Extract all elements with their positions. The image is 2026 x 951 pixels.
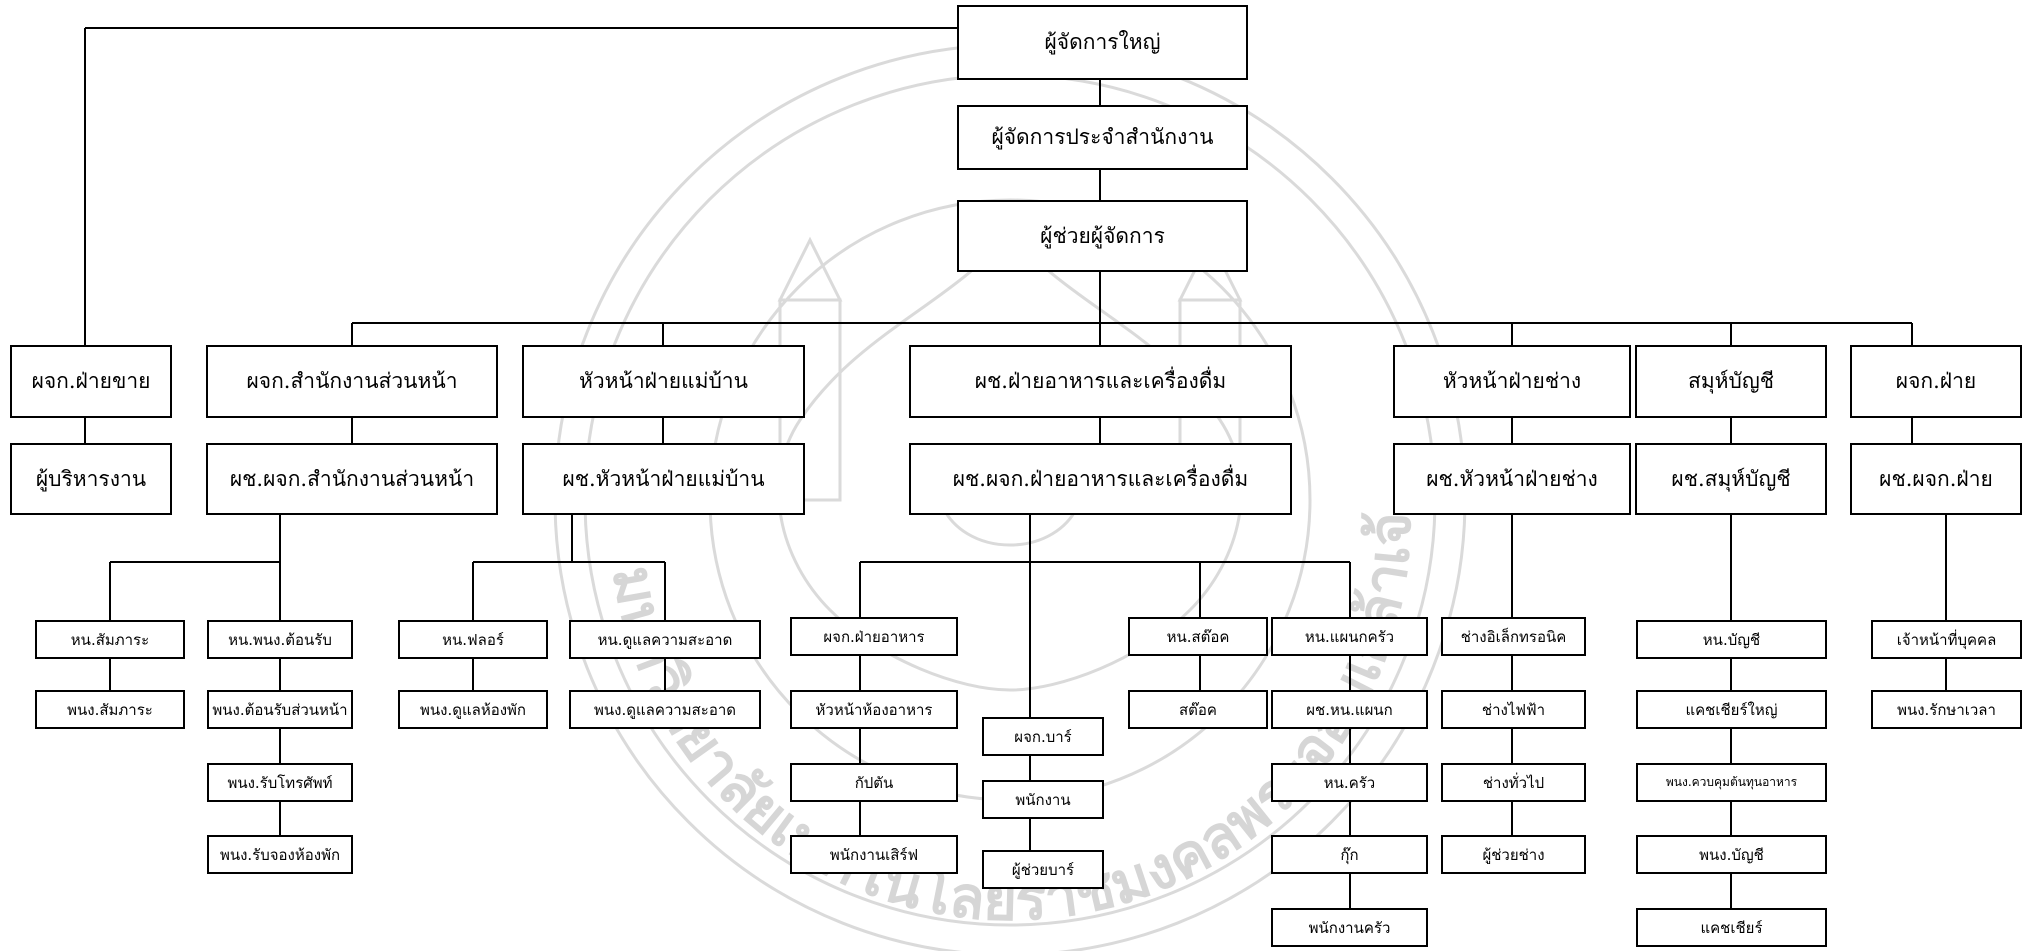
node-reservation-staff: พนง.รับจองห้องพัก xyxy=(207,835,353,874)
node-accountant: พนง.บัญชี xyxy=(1636,835,1827,874)
node-asst-front-office-manager: ผช.ผจก.สำนักงานส่วนหน้า xyxy=(206,443,498,515)
node-asst-housekeeping-head: ผช.หัวหน้าฝ่ายแม่บ้าน xyxy=(522,443,805,515)
node-bar-assistant: ผู้ช่วยบาร์ xyxy=(982,850,1104,889)
node-sales-manager: ผจก.ฝ่ายขาย xyxy=(10,345,172,418)
node-office-manager: ผู้จัดการประจำสำนักงาน xyxy=(957,105,1248,170)
node-luggage-head: หน.สัมภาระ xyxy=(35,620,185,659)
node-floor-head: หน.ฟลอร์ xyxy=(398,620,548,659)
node-kitchen-staff: พนักงานครัว xyxy=(1271,908,1428,947)
node-food-cost-controller: พนง.ควบคุมต้นทุนอาหาร xyxy=(1636,763,1827,802)
node-general-manager: ผู้จัดการใหญ่ xyxy=(957,5,1248,80)
node-cleaning-head: หน.ดูแลความสะอาด xyxy=(569,620,761,659)
node-luggage-staff: พนง.สัมภาระ xyxy=(35,690,185,729)
node-reception-head: หน.พนง.ต้อนรับ xyxy=(207,620,353,659)
node-timekeeper: พนง.รักษาเวลา xyxy=(1871,690,2022,729)
node-captain: กัปตัน xyxy=(790,763,958,802)
node-assistant-manager: ผู้ช่วยผู้จัดการ xyxy=(957,200,1248,272)
node-head-chef: หน.ครัว xyxy=(1271,763,1428,802)
node-personnel-officer: เจ้าหน้าที่บุคคล xyxy=(1871,620,2022,659)
node-fb-head: ผช.ฝ่ายอาหารและเครื่องดื่ม xyxy=(909,345,1292,418)
node-general-technician: ช่างทั่วไป xyxy=(1441,763,1586,802)
node-room-attendant: พนง.ดูแลห้องพัก xyxy=(398,690,548,729)
node-technician-assistant: ผู้ช่วยช่าง xyxy=(1441,835,1586,874)
node-asst-department-manager: ผช.ผจก.ฝ่าย xyxy=(1850,443,2022,515)
node-telephone-operator: พนง.รับโทรศัพท์ xyxy=(207,763,353,802)
node-kitchen-dept-head: หน.แผนกครัว xyxy=(1271,617,1428,656)
node-head-cashier: แคชเชียร์ใหญ่ xyxy=(1636,690,1827,729)
node-waiter: พนักงานเสิร์ฟ xyxy=(790,835,958,874)
node-asst-fb-manager: ผช.ผจก.ฝ่ายอาหารและเครื่องดื่ม xyxy=(909,443,1292,515)
node-restaurant-manager: ผจก.ฝ่ายอาหาร xyxy=(790,617,958,656)
node-asst-chief-accountant: ผช.สมุห์บัญชี xyxy=(1635,443,1827,515)
node-housekeeping-head: หัวหน้าฝ่ายแม่บ้าน xyxy=(522,345,805,418)
node-accounting-head: หน.บัญชี xyxy=(1636,620,1827,659)
node-bar-manager: ผจก.บาร์ xyxy=(982,717,1104,756)
node-chief-accountant: สมุห์บัญชี xyxy=(1635,345,1827,418)
node-engineering-head: หัวหน้าฝ่ายช่าง xyxy=(1393,345,1631,418)
node-sales-executive: ผู้บริหารงาน xyxy=(10,443,172,515)
node-front-desk-staff: พนง.ต้อนรับส่วนหน้า xyxy=(207,690,353,729)
node-cashier: แคชเชียร์ xyxy=(1636,908,1827,947)
node-cleaning-staff: พนง.ดูแลความสะอาด xyxy=(569,690,761,729)
node-asst-kitchen-head: ผช.หน.แผนก xyxy=(1271,690,1428,729)
node-bar-staff: พนักงาน xyxy=(982,780,1104,819)
node-asst-engineering-head: ผช.หัวหน้าฝ่ายช่าง xyxy=(1393,443,1631,515)
node-front-office-manager: ผจก.สำนักงานส่วนหน้า xyxy=(206,345,498,418)
node-cook: กุ๊ก xyxy=(1271,835,1428,874)
node-electrician: ช่างไฟฟ้า xyxy=(1441,690,1586,729)
node-stock-head: หน.สต๊อค xyxy=(1128,617,1268,656)
node-electronics-tech: ช่างอิเล็กทรอนิค xyxy=(1441,617,1586,656)
node-department-manager: ผจก.ฝ่าย xyxy=(1850,345,2022,418)
node-restaurant-head: หัวหน้าห้องอาหาร xyxy=(790,690,958,729)
node-stock-staff: สต๊อค xyxy=(1128,690,1268,729)
